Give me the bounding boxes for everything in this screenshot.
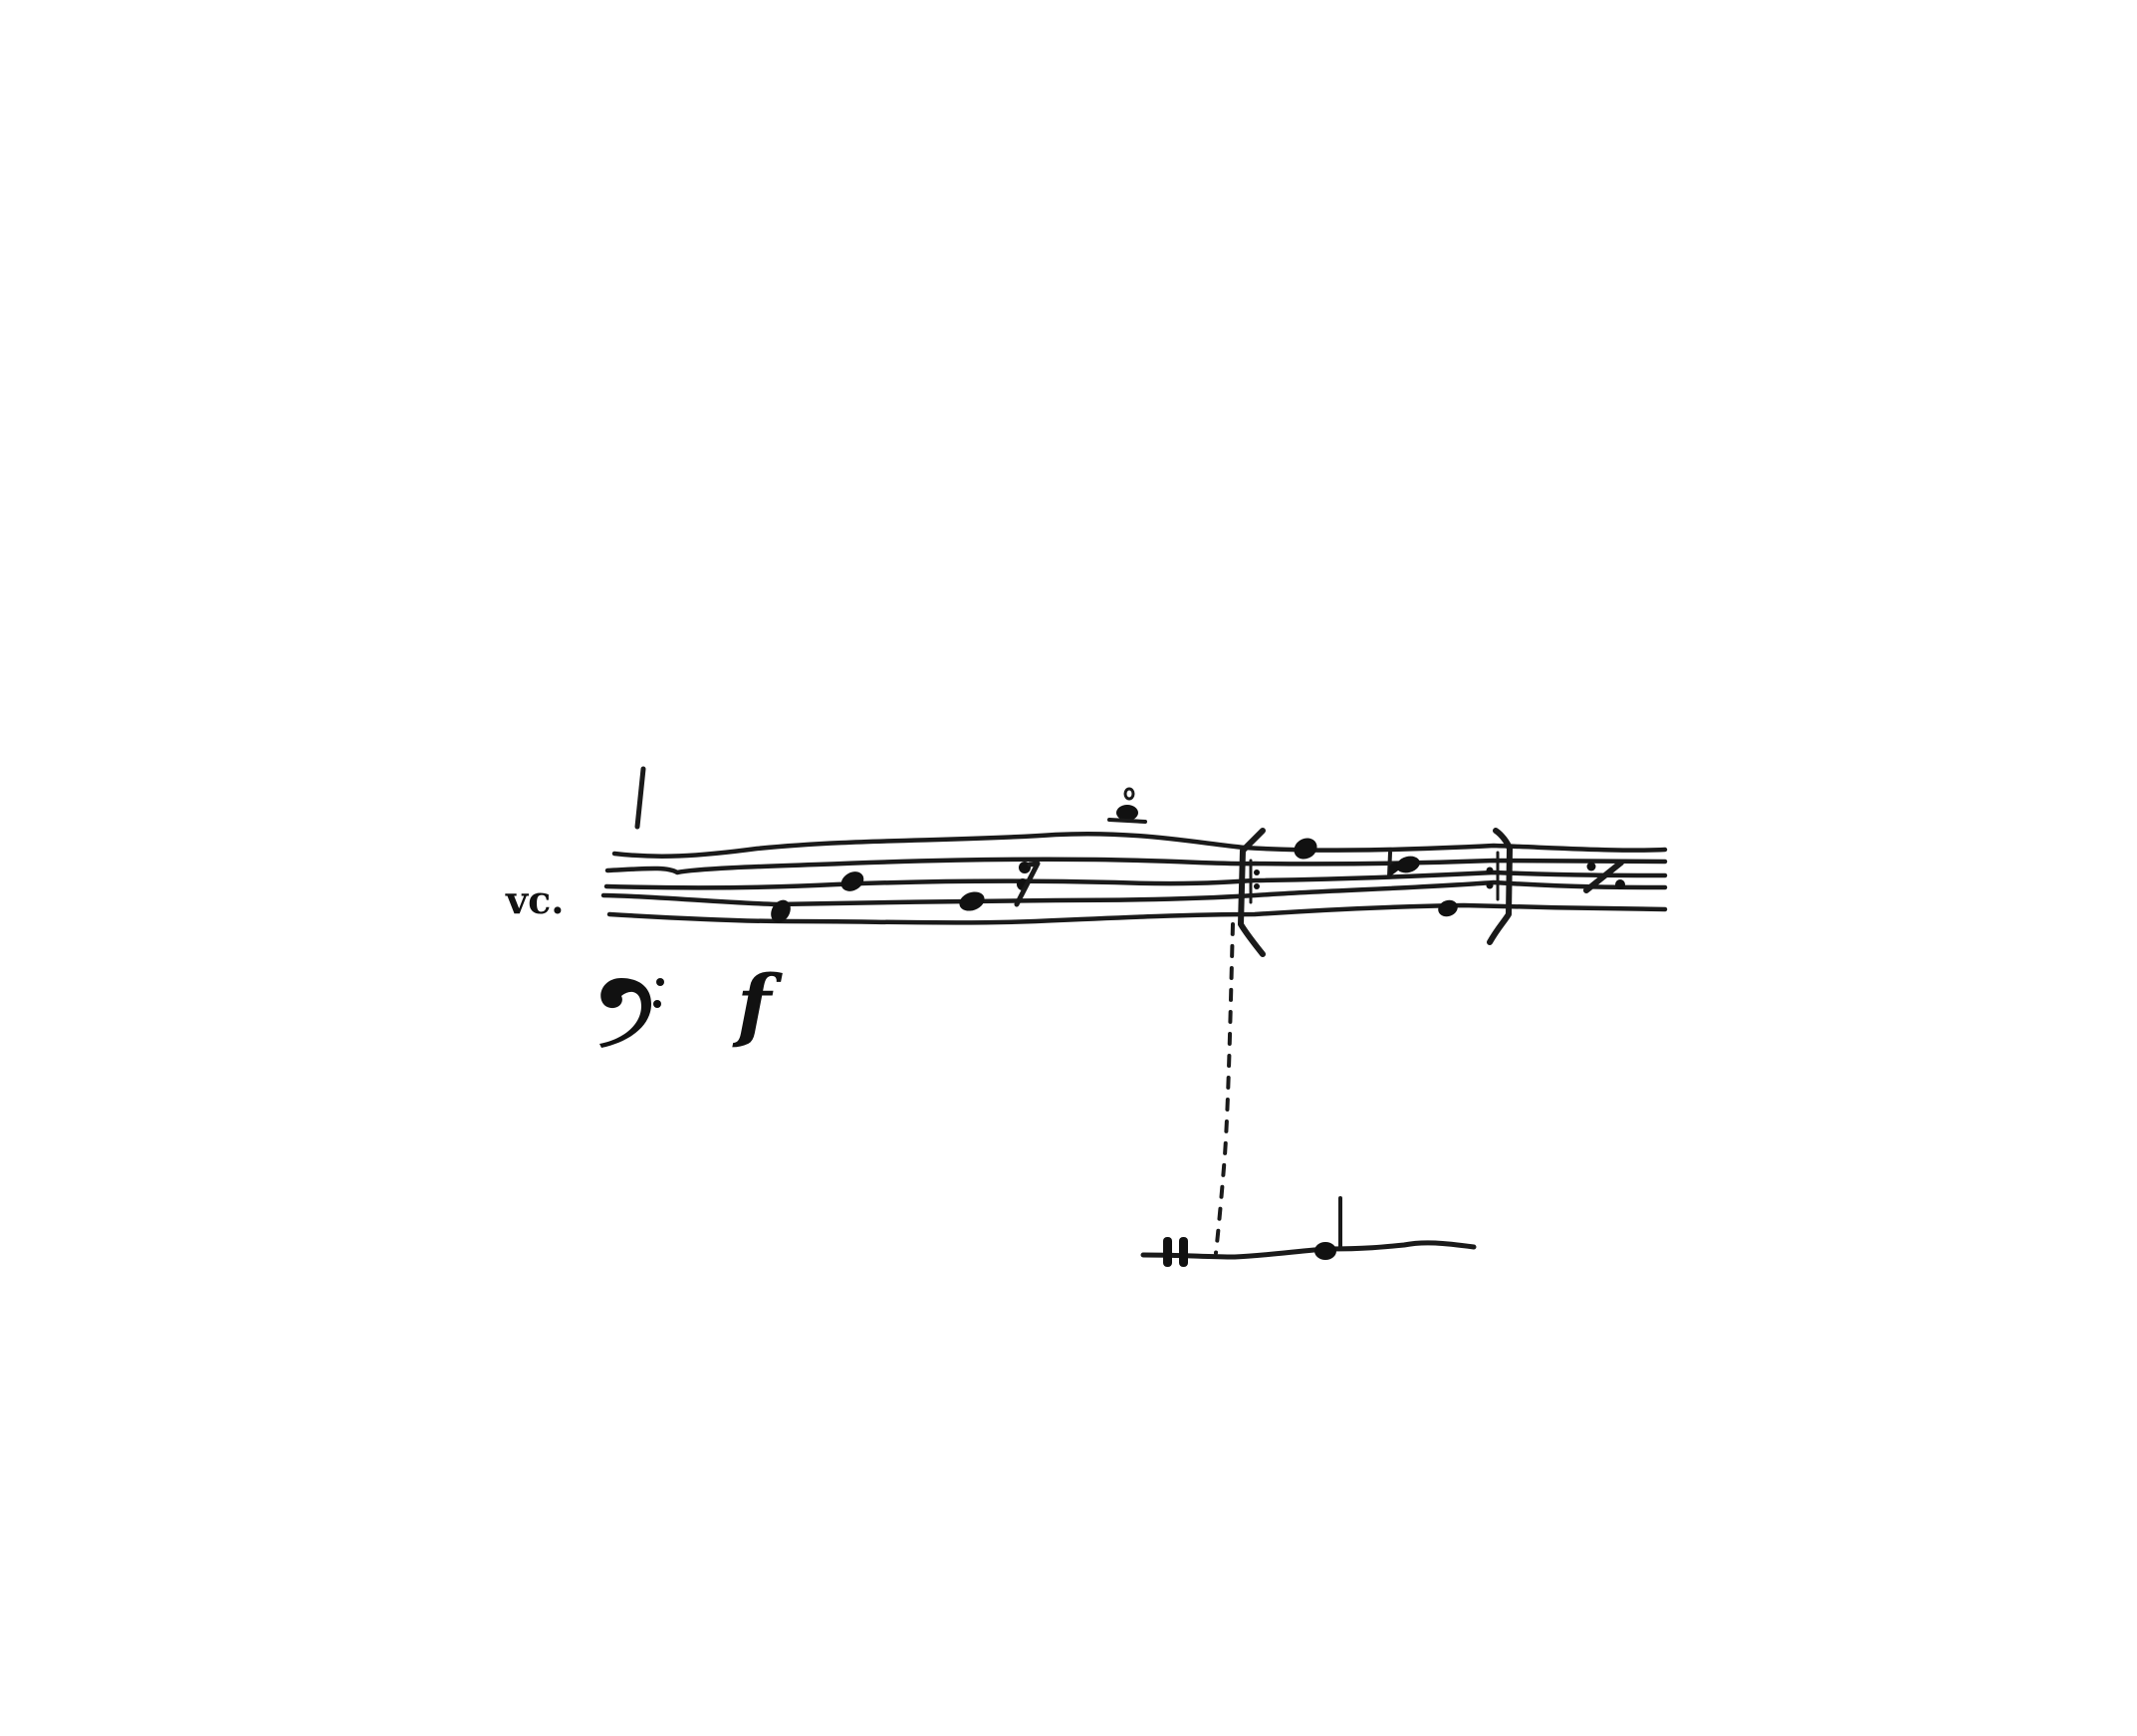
ledger-line <box>1107 818 1147 824</box>
quarter-note <box>1314 1196 1342 1260</box>
bass-clef-icon <box>599 978 664 1048</box>
end-repeat-barline <box>1486 828 1513 945</box>
measure-3 <box>1294 838 1458 917</box>
note-head <box>959 891 985 911</box>
instrument-label: vc. <box>505 877 564 922</box>
percussion-clef-icon <box>1163 1237 1188 1267</box>
note-head <box>1294 838 1317 860</box>
entry-tick-mark <box>634 766 646 830</box>
note-head <box>1438 899 1458 917</box>
measure-2 <box>1107 787 1147 824</box>
dashed-link-line <box>1214 922 1235 1255</box>
start-repeat-barline <box>1238 828 1266 957</box>
note-head <box>840 871 864 891</box>
repeat-measure-icon <box>1583 860 1625 893</box>
note-head <box>1396 856 1420 873</box>
percussion-staff <box>1140 1196 1477 1267</box>
note-head <box>1116 805 1138 821</box>
staff-line-4 <box>600 879 1668 907</box>
eighth-rest-icon <box>1014 861 1041 907</box>
measure-4 <box>1583 860 1625 893</box>
staff-line-2 <box>604 857 1668 875</box>
measure-1 <box>771 861 1041 923</box>
dynamic-forte: f <box>732 957 783 1051</box>
harmonic-circle-icon <box>1123 787 1135 801</box>
note-head <box>771 899 791 923</box>
percussion-staff-line <box>1140 1240 1477 1260</box>
note-head <box>1314 1242 1336 1260</box>
